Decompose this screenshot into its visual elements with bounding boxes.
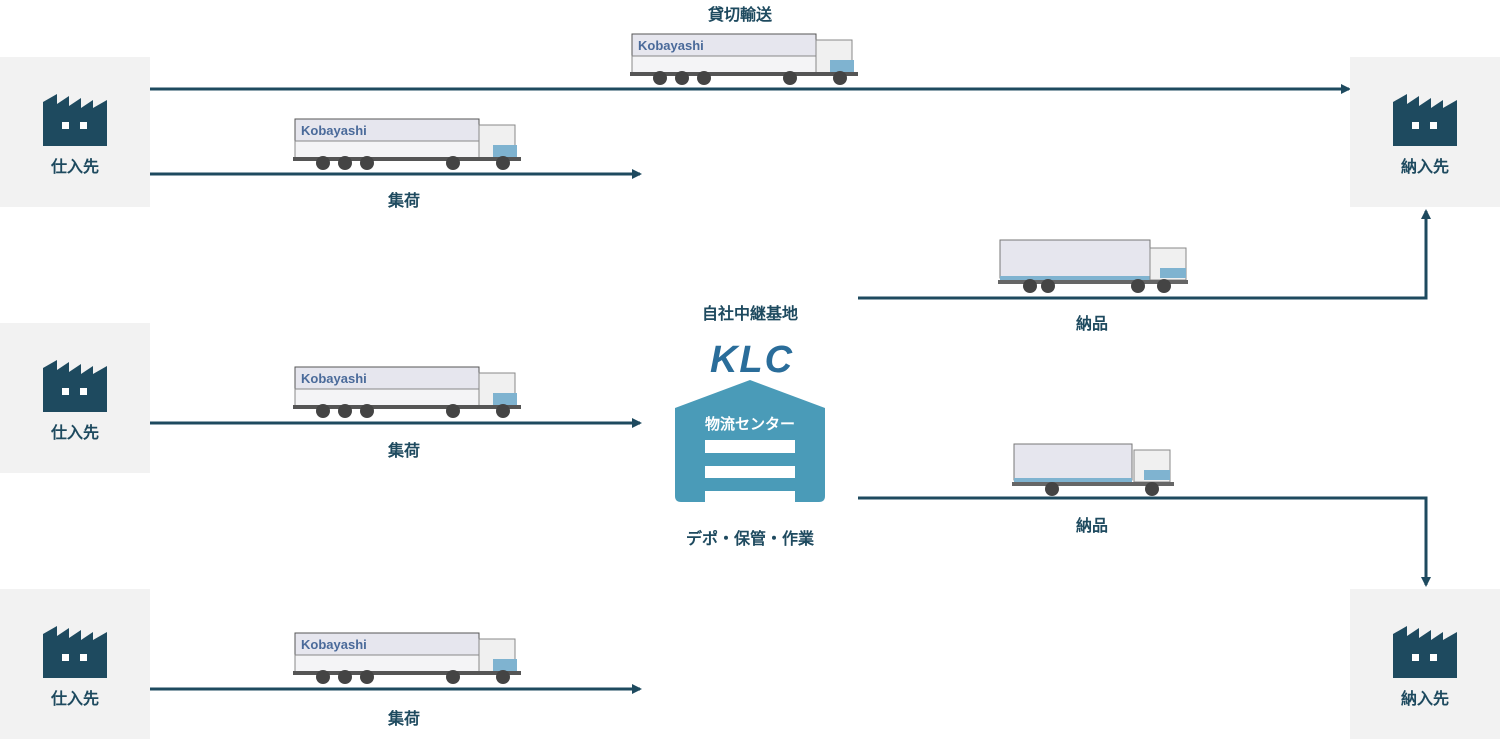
box-truck-icon <box>1012 443 1174 496</box>
destination-label: 納入先 <box>1400 689 1449 708</box>
box-truck-icon <box>998 239 1188 293</box>
source-node-1: 仕入先 <box>0 57 150 207</box>
semi-truck-icon: Kobayashi <box>293 632 521 684</box>
destination-node-2: 納入先 <box>1350 589 1500 739</box>
factory-icon <box>43 626 107 678</box>
klc-logo: KLC <box>710 339 794 378</box>
factory-icon <box>1393 94 1457 146</box>
truck-brand-text: Kobayashi <box>638 38 704 53</box>
delivery-label: 納品 <box>1075 516 1109 535</box>
hub-caption: デポ・保管・作業 <box>685 529 815 548</box>
factory-icon <box>1393 626 1457 678</box>
source-node-3: 仕入先 <box>0 589 150 739</box>
destination-label: 納入先 <box>1400 157 1449 176</box>
truck-brand-text: Kobayashi <box>301 371 367 386</box>
source-label: 仕入先 <box>50 157 99 176</box>
delivery-arrow-2 <box>858 496 1431 587</box>
source-node-2: 仕入先 <box>0 323 150 473</box>
semi-truck-icon: Kobayashi <box>293 118 521 170</box>
hub-title: 自社中継基地 <box>701 304 799 323</box>
truck-brand-text: Kobayashi <box>301 123 367 138</box>
warehouse-label: 物流センター <box>704 415 795 433</box>
semi-truck-icon: Kobayashi <box>630 33 858 85</box>
destination-node-1: 納入先 <box>1350 57 1500 207</box>
collect-label: 集荷 <box>387 709 421 728</box>
truck-brand-text: Kobayashi <box>301 637 367 652</box>
factory-icon <box>43 360 107 412</box>
factory-icon <box>43 94 107 146</box>
source-label: 仕入先 <box>50 689 99 708</box>
semi-truck-icon: Kobayashi <box>293 366 521 418</box>
delivery-arrow-1 <box>858 209 1431 300</box>
charter-label: 貸切輸送 <box>707 5 773 24</box>
collect-label: 集荷 <box>387 191 421 210</box>
delivery-label: 納品 <box>1075 314 1109 333</box>
warehouse-icon <box>675 380 825 502</box>
source-label: 仕入先 <box>50 423 99 442</box>
collect-label: 集荷 <box>387 441 421 460</box>
klc-logo-text: KLC <box>710 339 794 378</box>
